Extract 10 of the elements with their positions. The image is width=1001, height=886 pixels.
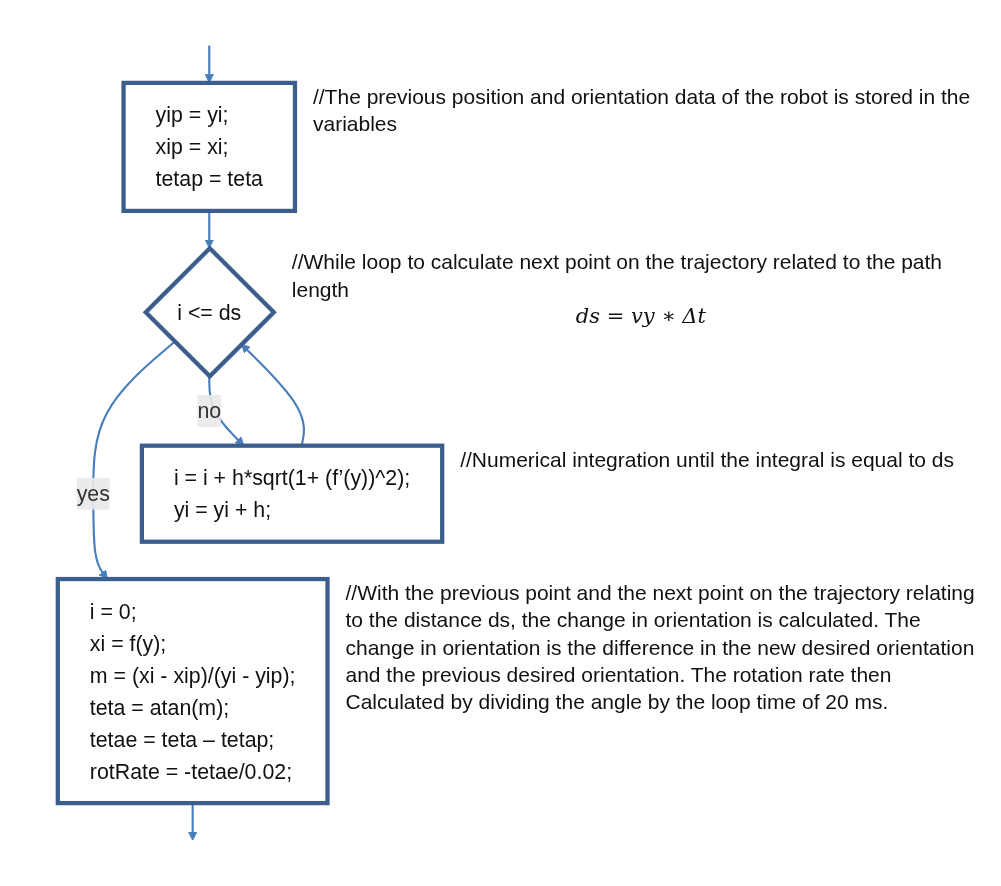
comment-text: //The previous position and orientation data of the robot is stored in the variables: [312, 83, 972, 138]
node-box: yip = yi; xip = xi; tetap = teta: [121, 80, 298, 214]
comment-text: //Numerical integration until the integral is equal to ds: [460, 446, 955, 473]
formula-text: ds = vy ∗ Δt: [574, 302, 707, 330]
node-box: i = 0; xi = f(y); m = (xi - xip)/(yi - yip); teta = atan(m); tetae = teta – tetap; rotRate = -tetae/0.02;: [55, 576, 330, 806]
edge-label: no: [197, 399, 222, 423]
edge-label: yes: [76, 481, 110, 506]
comment-text: //With the previous point and the next point on the trajectory relating to the distance ds, the change in orientation is calculated. The change in orientation is the difference in the new desired orientation and the previous desired orientation. The rotation rate then Calculated by dividing the angle by the loop time of 20 ms.: [345, 580, 976, 716]
node-diamond: i <= ds: [142, 245, 277, 380]
node-box: i = i + h*sqrt(1+ (f’(y))^2); yi = yi + h;: [139, 443, 445, 544]
